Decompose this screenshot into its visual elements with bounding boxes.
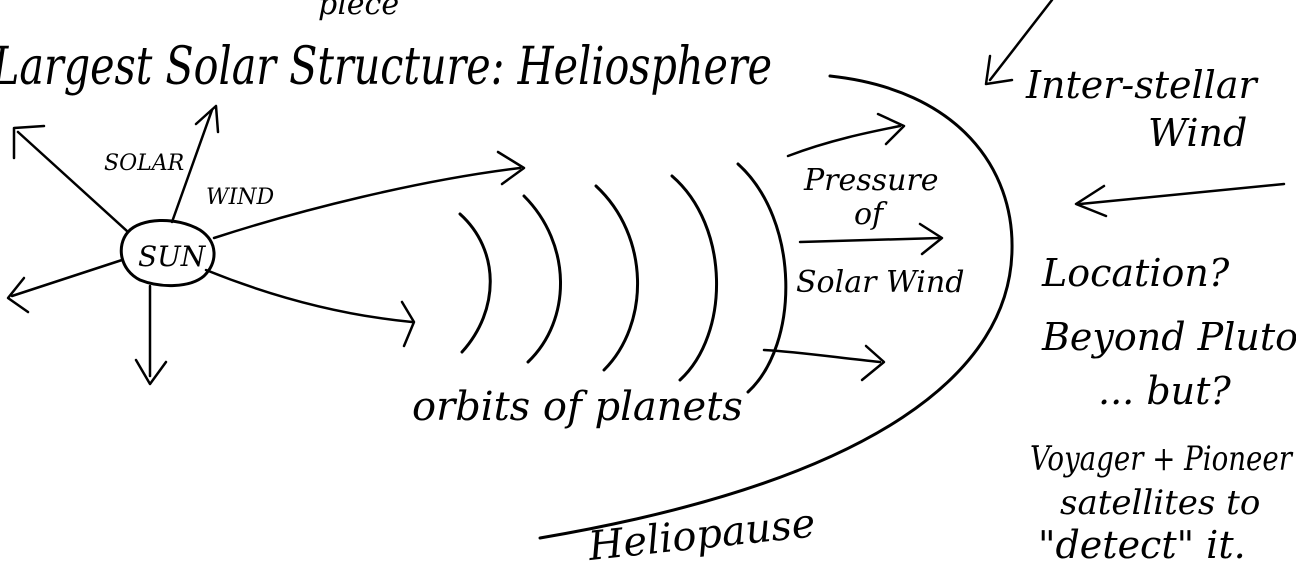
pressure-arrow-top (788, 126, 900, 156)
solar-wind-arrow-left (12, 260, 122, 296)
location-line-3: ... but? (1098, 369, 1231, 413)
title-overflow-word: piece (318, 0, 399, 22)
orbit-arc (738, 164, 786, 392)
interstellar-line-1: Inter-stellar (1025, 63, 1259, 107)
spacecraft-line-3: "detect" it. (1038, 523, 1246, 565)
spacecraft-line-1: Voyager + Pioneer (1030, 439, 1293, 479)
diagram-title: Largest Solar Structure: Heliosphere (0, 37, 772, 97)
heliopause-label: Heliopause (585, 500, 817, 565)
orbit-arc (596, 186, 638, 370)
pressure-arrows (764, 114, 942, 380)
location-line-2: Beyond Pluto (1041, 315, 1296, 359)
wind-label: WIND (206, 185, 275, 210)
interstellar-line-2: Wind (1148, 111, 1247, 155)
orbits-label: orbits of planets (412, 384, 743, 430)
orbit-arc (524, 196, 561, 362)
heliosphere-boundary (540, 76, 1012, 538)
solar-wind-arrow-lower-right-head (402, 302, 414, 346)
solar-wind-arrow-up-right-head (196, 106, 218, 132)
pressure-arrow-bottom (764, 350, 880, 362)
interstellar-wind-arrows (986, 0, 1284, 216)
solar-label: SOLAR (104, 151, 184, 176)
pressure-line-1: Pressure (803, 163, 939, 198)
solar-wind-arrow-up-left (18, 132, 128, 232)
solar-wind-arrows (8, 106, 524, 384)
orbit-arc (672, 176, 717, 380)
planet-orbits (460, 164, 786, 392)
location-line-1: Location? (1041, 251, 1230, 295)
sun-label: SUN (138, 240, 207, 273)
orbit-arc (460, 214, 490, 352)
spacecraft-line-2: satellites to (1060, 483, 1260, 523)
solar-wind-arrow-lower-right (206, 270, 412, 322)
pressure-line-3: Solar Wind (796, 265, 964, 300)
pressure-arrow-middle (800, 238, 940, 242)
interstellar-arrow-horizontal (1080, 184, 1284, 204)
pressure-line-2: of (854, 197, 888, 232)
